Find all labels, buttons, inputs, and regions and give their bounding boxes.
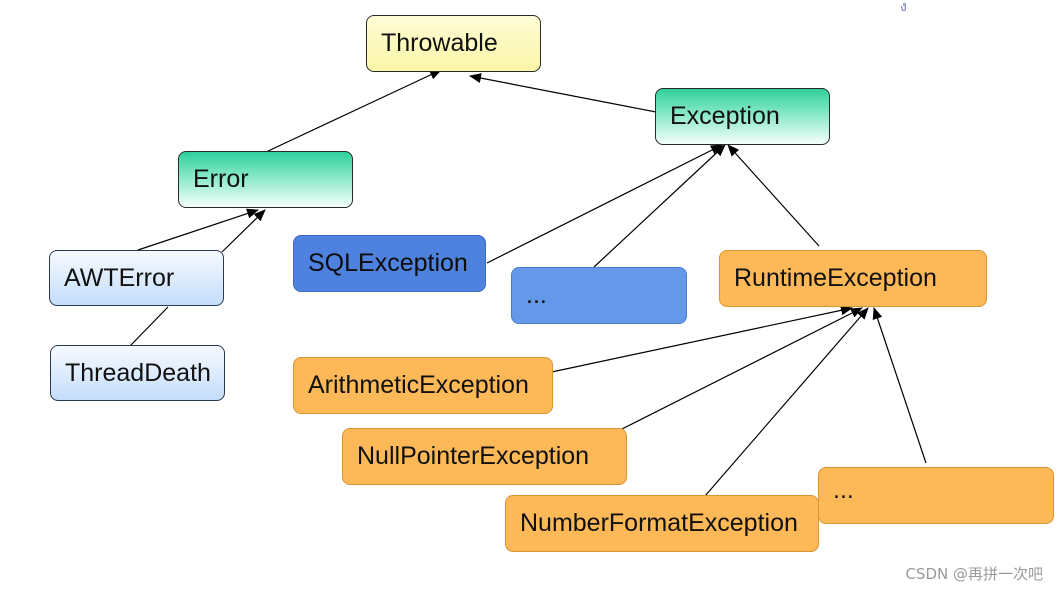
node-sqlexception: SQLException [293, 235, 486, 292]
edge-sqlexception-exception [486, 144, 723, 264]
node-runtime-more: ... [818, 467, 1054, 524]
edge-numberformat-runtime [704, 307, 869, 497]
node-exception-label: Exception [670, 102, 780, 130]
node-error-label: Error [193, 165, 249, 193]
edge-exception-throwable [469, 73, 657, 113]
node-numberformatexception-label: NumberFormatException [520, 509, 798, 537]
edge-threaddeath-awterror [129, 306, 169, 347]
node-exception: Exception [655, 88, 830, 145]
top-edge-glyph: ง [900, 0, 907, 15]
edge-awterror-error [137, 208, 259, 251]
edge-awterror-error-2 [221, 209, 266, 253]
node-runtimeexception: RuntimeException [719, 250, 987, 307]
node-threaddeath: ThreadDeath [50, 345, 225, 401]
edge-error-throwable [265, 69, 442, 153]
edge-runtime-exception [727, 144, 820, 247]
node-runtime-more-label: ... [833, 476, 854, 504]
edge-checkedmore-exception [593, 144, 726, 268]
node-numberformatexception: NumberFormatException [505, 495, 819, 552]
edge-runtimemore-runtime [872, 307, 927, 464]
node-runtimeexception-label: RuntimeException [734, 264, 937, 292]
node-nullpointerexception-label: NullPointerException [357, 442, 590, 470]
edge-nullpointer-runtime [617, 307, 863, 432]
node-checked-more-label: ... [526, 281, 547, 309]
node-threaddeath-label: ThreadDeath [65, 358, 211, 387]
node-throwable: Throwable [366, 15, 541, 72]
edge-arithmetic-runtime [546, 305, 853, 374]
node-nullpointerexception: NullPointerException [342, 428, 627, 485]
node-awterror-label: AWTError [64, 263, 175, 292]
node-error: Error [178, 151, 353, 208]
node-throwable-label: Throwable [381, 29, 498, 57]
node-arithmeticexception-label: ArithmeticException [308, 371, 529, 399]
node-checked-more: ... [511, 267, 687, 324]
watermark-text: CSDN @再拼一次吧 [905, 565, 1043, 583]
node-awterror: AWTError [49, 250, 224, 306]
node-arithmeticexception: ArithmeticException [293, 357, 553, 414]
node-sqlexception-label: SQLException [308, 249, 468, 277]
